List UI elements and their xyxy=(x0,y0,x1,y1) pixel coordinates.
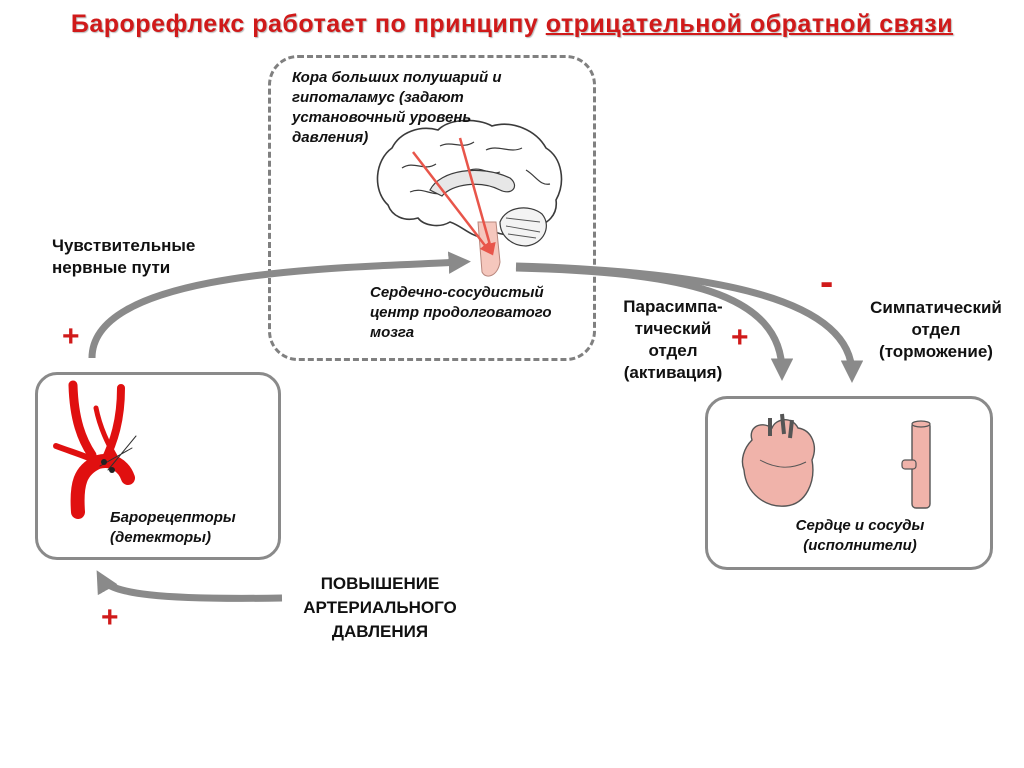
heart-illustration xyxy=(741,413,816,507)
pressure-increase-label: ПОВЫШЕНИЕ АРТЕРИАЛЬНОГО ДАВЛЕНИЯ xyxy=(303,574,457,641)
receptor-box xyxy=(35,372,281,560)
title-emphasis: отрицательной обратной связи xyxy=(545,10,954,38)
slide-title: Барорефлекс работает по принципу отрицат… xyxy=(0,10,1024,39)
cortex-label: Кора больших полушарий и гипоталамус (за… xyxy=(292,69,502,146)
brain-box xyxy=(268,55,596,361)
sensory-plus-sign: + xyxy=(62,320,80,353)
cerebellum xyxy=(499,207,547,247)
sympathetic-label: Симпатический отдел (торможение) xyxy=(870,298,1002,361)
vessel-illustration xyxy=(901,420,931,509)
sympathetic-arrow xyxy=(515,262,864,383)
sensory-pathways-label: Чувствительные нервные пути xyxy=(52,236,196,277)
pressure-plus-sign: + xyxy=(101,601,119,634)
sensory-arrow xyxy=(88,251,471,359)
brain-illustration xyxy=(376,119,563,277)
baroreceptors-label: Барорецепторы (детекторы) xyxy=(110,509,236,546)
cardiovascular-center-label: Сердечно-сосудистый центр продолговатого… xyxy=(370,284,552,341)
effectors-label: Сердце и сосуды (исполнители) xyxy=(795,517,925,554)
artery-illustration xyxy=(53,380,137,519)
title-lead: Барорефлекс работает по принципу xyxy=(70,10,539,38)
parasympathetic-label: Парасимпа-тический отдел (активация) xyxy=(623,297,723,382)
parasympathetic-plus-sign: + xyxy=(731,321,749,354)
sympathetic-minus-sign: - xyxy=(820,260,834,304)
pressure-arrow xyxy=(96,570,283,602)
